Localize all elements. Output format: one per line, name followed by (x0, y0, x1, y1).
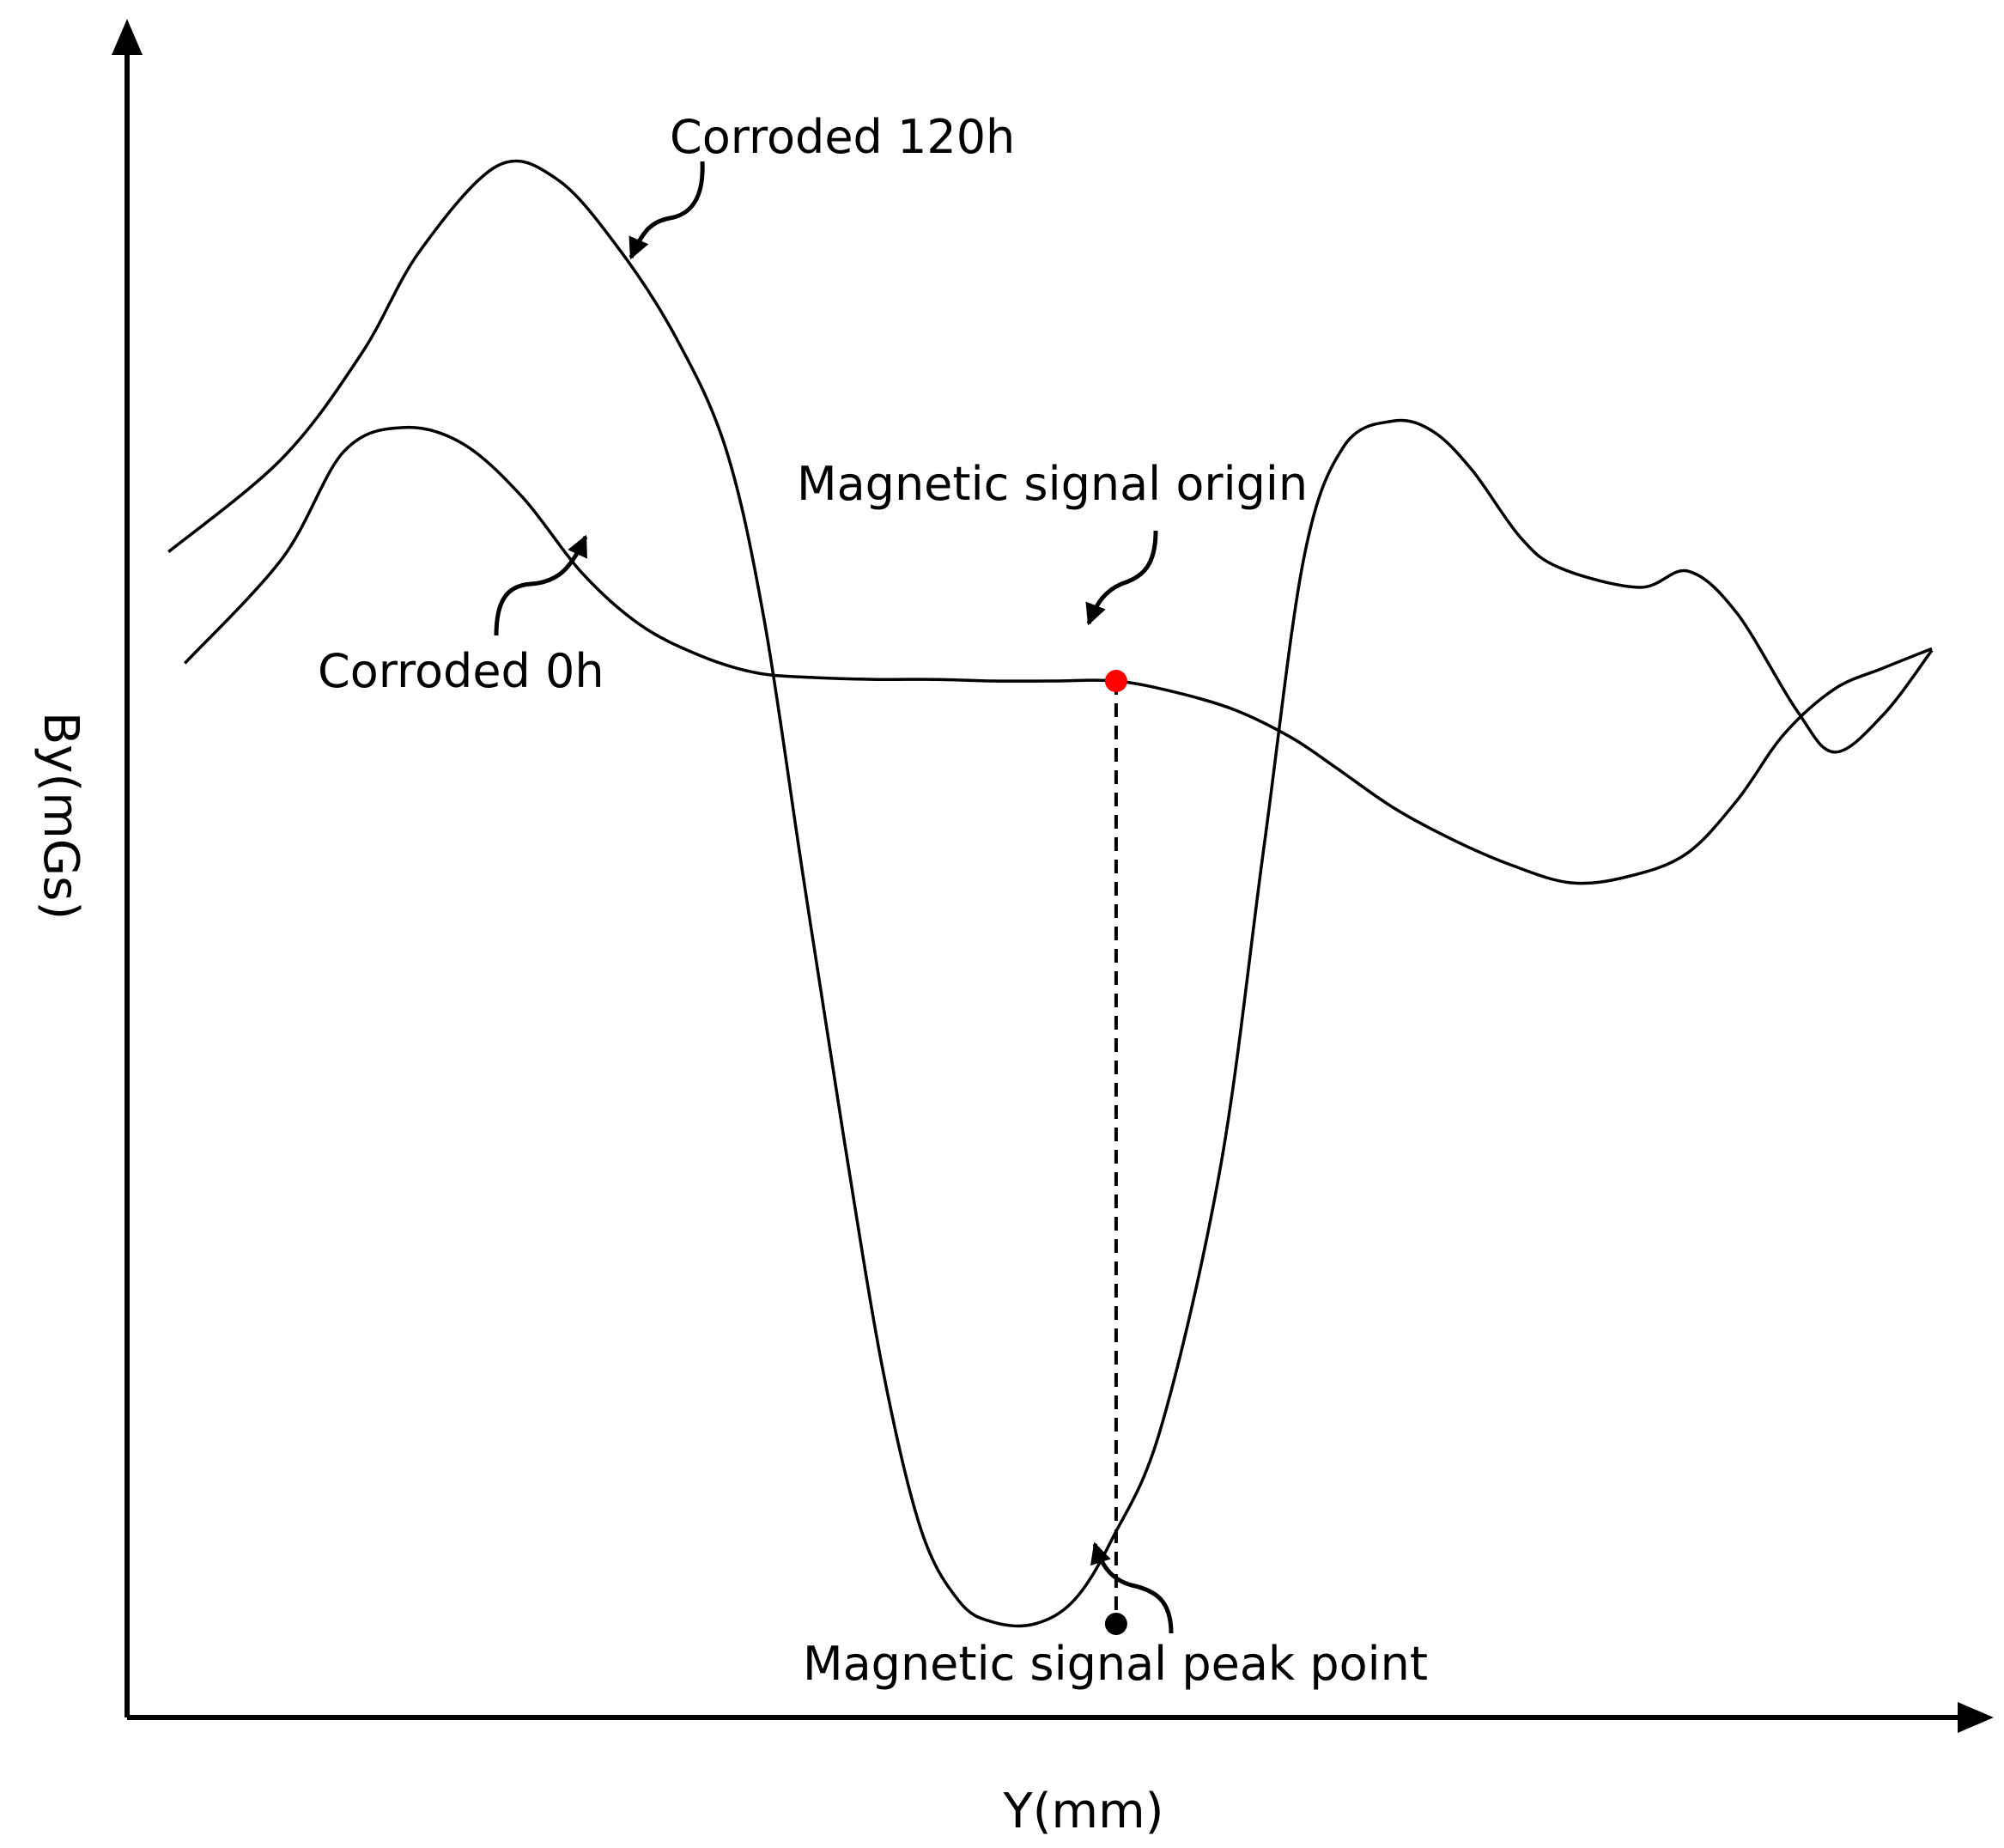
label-signal-origin: Magnetic signal origin (797, 457, 1308, 511)
x-axis-arrowhead (1958, 1702, 1994, 1733)
signal-peak-point (1104, 1612, 1127, 1635)
x-axis-title: Y(mm) (1002, 1784, 1163, 1839)
signal-origin-point (1104, 670, 1127, 693)
label-corroded-0h: Corroded 0h (318, 644, 604, 698)
series-line-corroded-0h (184, 425, 1933, 885)
y-axis-title: By(mGs) (33, 712, 88, 920)
callout-arrow-0h (494, 534, 588, 636)
series-line-corroded-120h (167, 159, 1934, 1628)
callout-arrow-peak (1090, 1541, 1174, 1634)
callout-arrow-origin (1085, 530, 1158, 626)
label-signal-peak: Magnetic signal peak point (803, 1637, 1428, 1691)
label-corroded-120h: Corroded 120h (670, 110, 1015, 164)
callout-arrow-120h (629, 161, 705, 260)
y-axis-arrowhead (112, 19, 143, 55)
